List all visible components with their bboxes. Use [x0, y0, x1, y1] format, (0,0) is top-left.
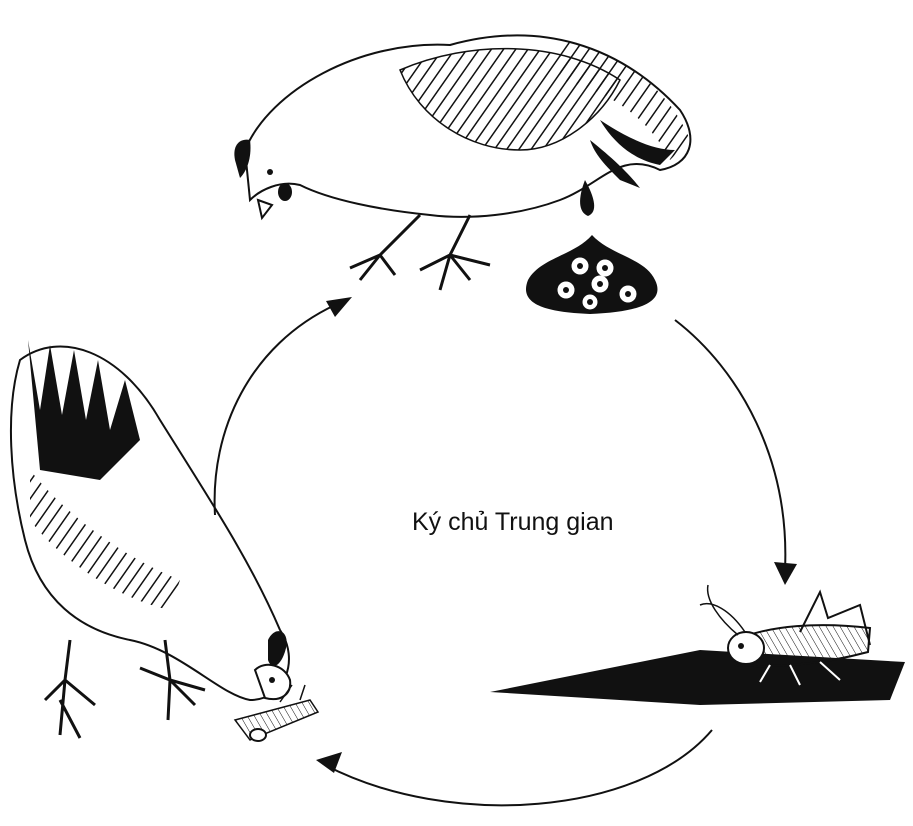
arrowhead-top [326, 297, 352, 317]
arrow-right-down [675, 320, 785, 570]
hen-eating-icon [11, 340, 318, 741]
arrow-bottom-left [325, 730, 712, 805]
cycle-arrows [215, 305, 786, 805]
hen-icon [234, 35, 690, 290]
arrow-left-up [215, 305, 335, 515]
arrowhead-bottom [316, 752, 342, 773]
arrowhead-right [774, 562, 797, 585]
intermediate-host-label: Ký chủ Trung gian [412, 508, 614, 537]
grasshopper-icon [490, 585, 905, 705]
